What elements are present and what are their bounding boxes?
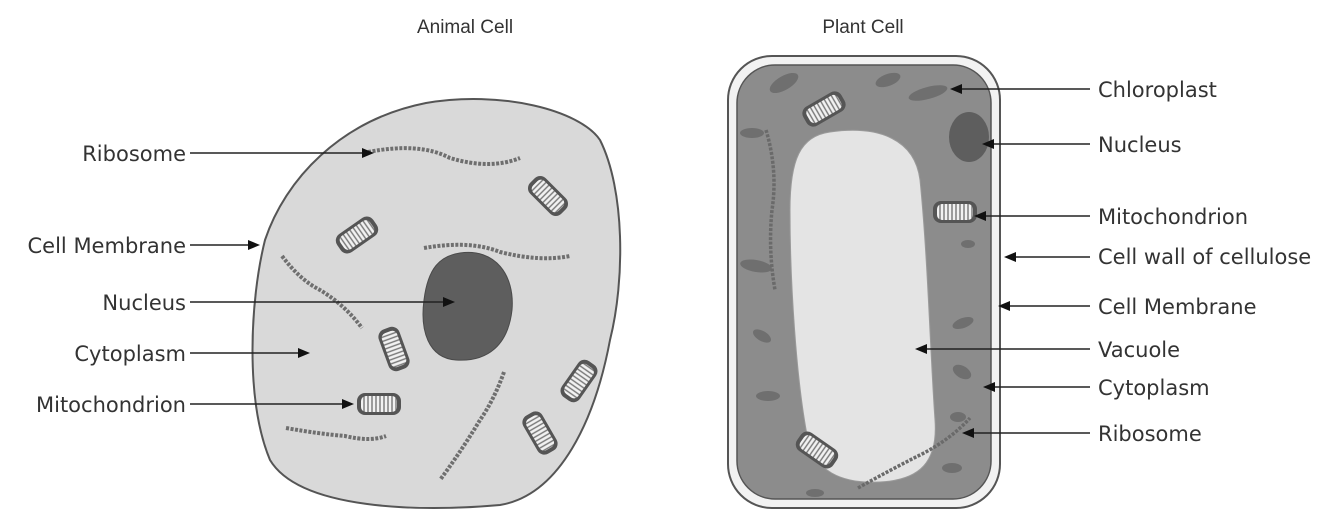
animal-nucleus xyxy=(423,252,512,360)
label-plant-nucleus: Nucleus xyxy=(1098,133,1182,157)
label-plant-cytoplasm: Cytoplasm xyxy=(1098,376,1210,400)
label-animal-mitochondrion: Mitochondrion xyxy=(36,393,186,417)
label-plant-ribosome: Ribosome xyxy=(1098,422,1202,446)
plant-cell-title: Plant Cell xyxy=(822,17,903,38)
plant-nucleus xyxy=(949,112,989,162)
label-plant-mitochondrion: Mitochondrion xyxy=(1098,205,1248,229)
plant-mitochondrion xyxy=(933,201,977,223)
label-animal-ribosome: Ribosome xyxy=(82,142,186,166)
animal-cell-title: Animal Cell xyxy=(417,17,513,38)
label-animal-cell-membrane: Cell Membrane xyxy=(28,234,186,258)
animal-mitochondrion xyxy=(357,393,401,415)
label-plant-chloroplast: Chloroplast xyxy=(1098,78,1217,102)
label-animal-nucleus: Nucleus xyxy=(102,291,186,315)
label-plant-vacuole: Vacuole xyxy=(1098,338,1180,362)
label-animal-cytoplasm: Cytoplasm xyxy=(74,342,186,366)
plant-vacuole xyxy=(790,130,935,482)
label-plant-cell-wall: Cell wall of cellulose xyxy=(1098,245,1311,269)
label-plant-cell-membrane: Cell Membrane xyxy=(1098,295,1256,319)
